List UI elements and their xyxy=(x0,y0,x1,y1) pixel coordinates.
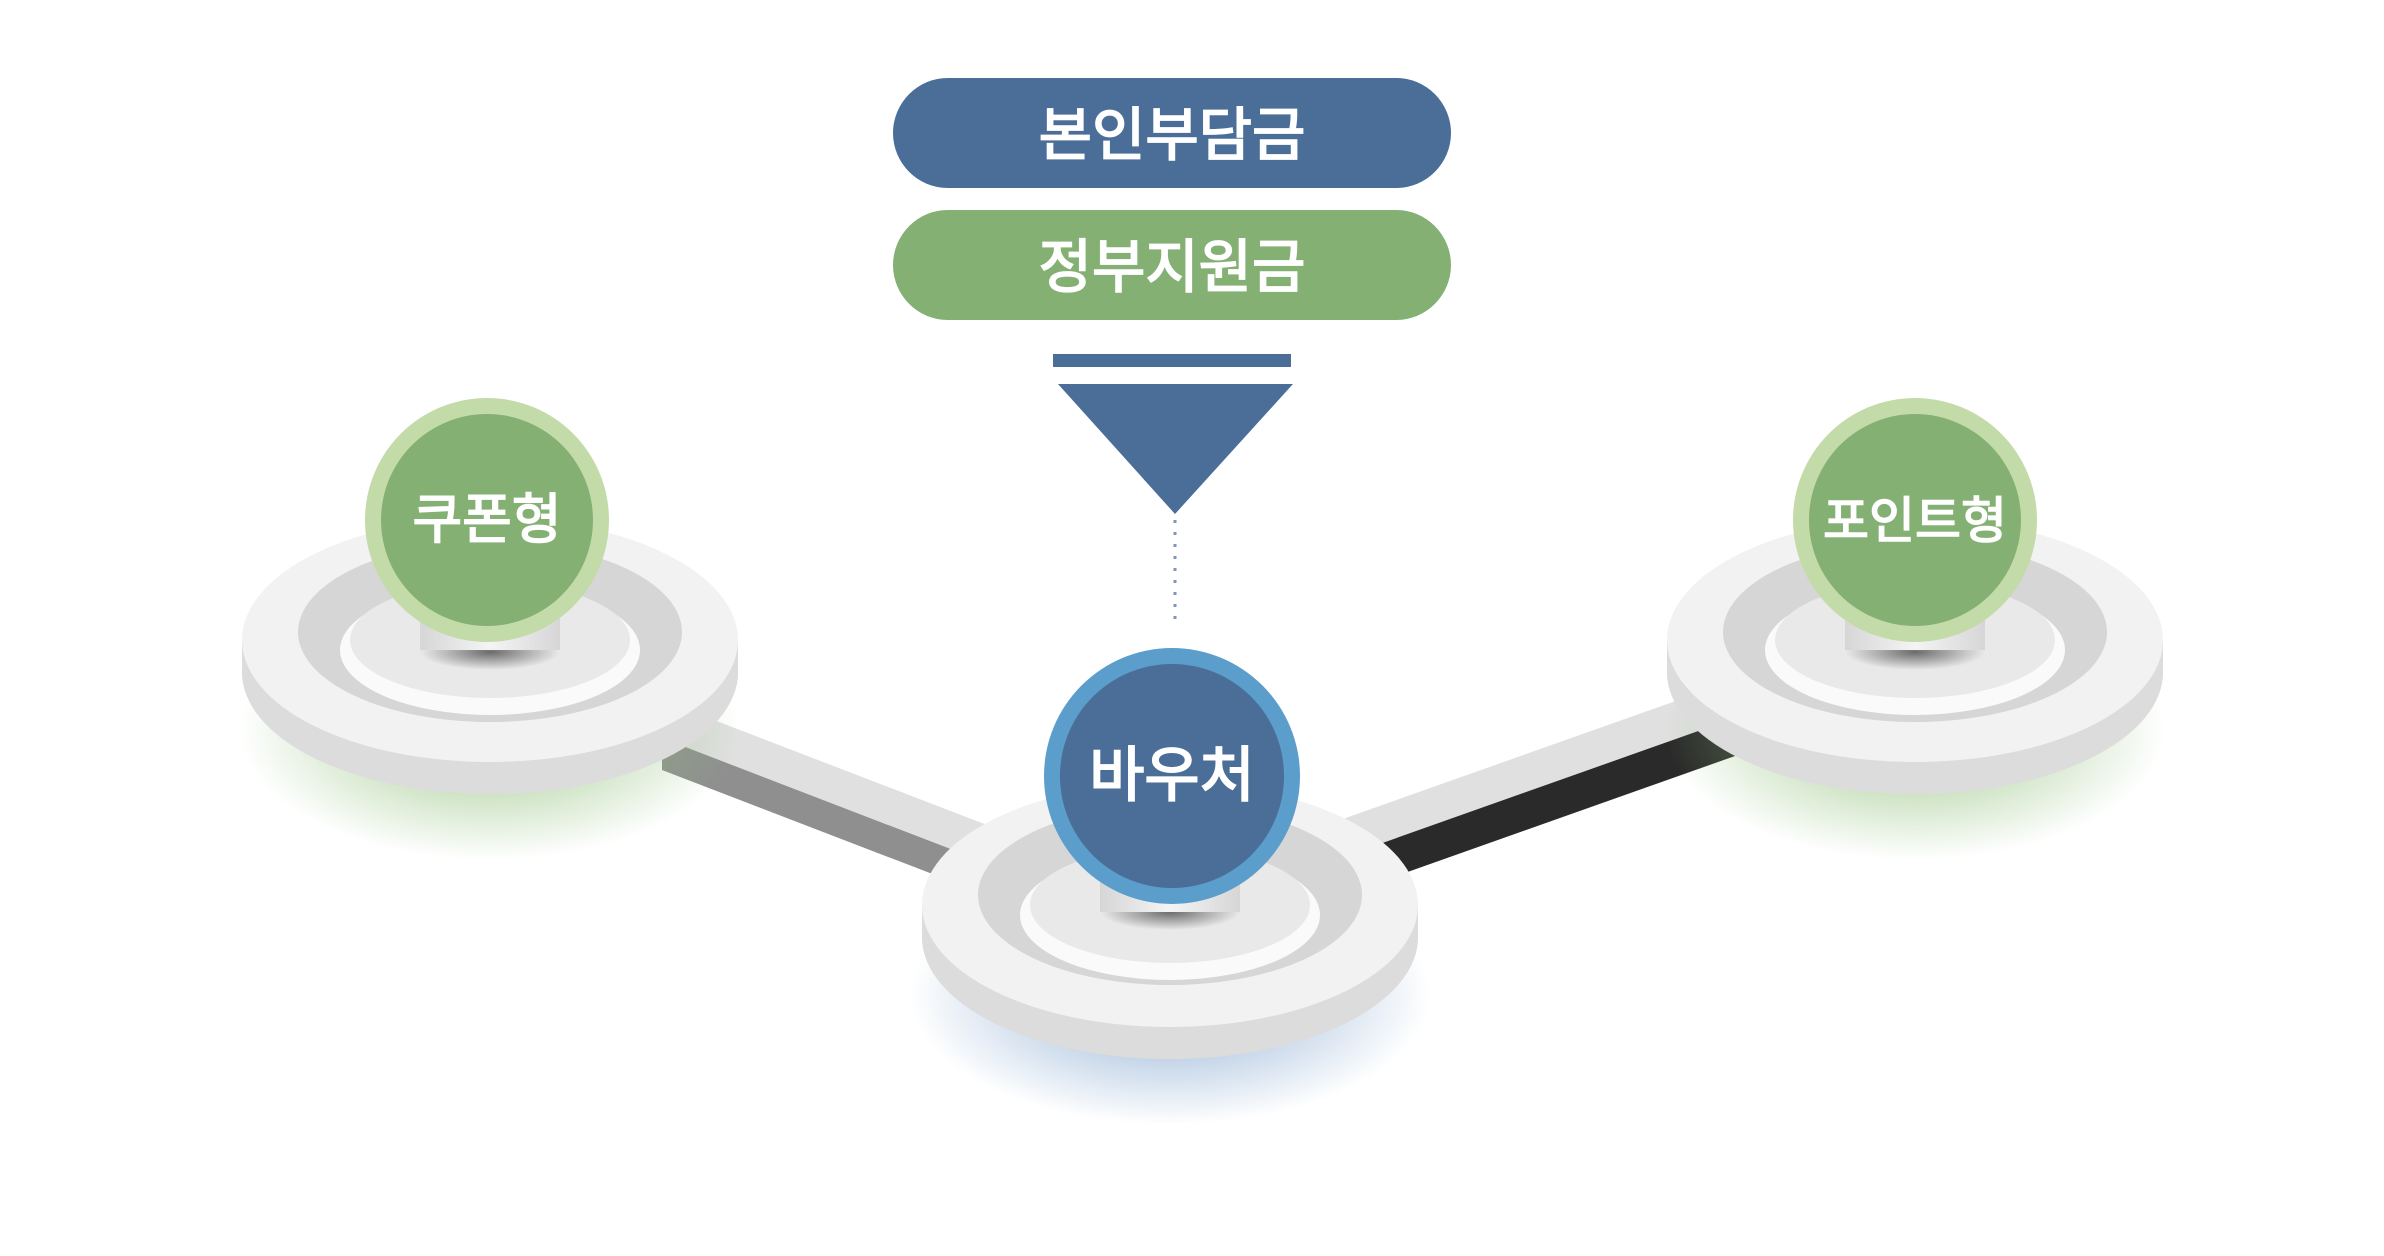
pill-gov-support: 정부지원금 xyxy=(893,210,1451,320)
node-left-core xyxy=(381,414,593,626)
connector-left xyxy=(662,700,1000,900)
node-right: 포인트형 xyxy=(1793,398,2037,642)
node-center-core xyxy=(1060,664,1284,888)
node-center-label: 바우처 xyxy=(1089,741,1255,811)
node-left-label: 쿠폰형 xyxy=(412,488,561,551)
funnel-arrow xyxy=(1053,354,1293,628)
connector-right xyxy=(1340,680,1735,896)
platform-center xyxy=(910,783,1430,1125)
pill-gov-support-label: 정부지원금 xyxy=(1039,233,1306,301)
node-left: 쿠폰형 xyxy=(365,398,609,642)
node-right-core xyxy=(1809,414,2021,626)
pill-self-pay-label: 본인부담금 xyxy=(1039,101,1306,169)
node-right-label: 포인트형 xyxy=(1823,492,2007,550)
node-center: 바우처 xyxy=(1044,648,1300,904)
pill-self-pay: 본인부담금 xyxy=(893,78,1451,188)
